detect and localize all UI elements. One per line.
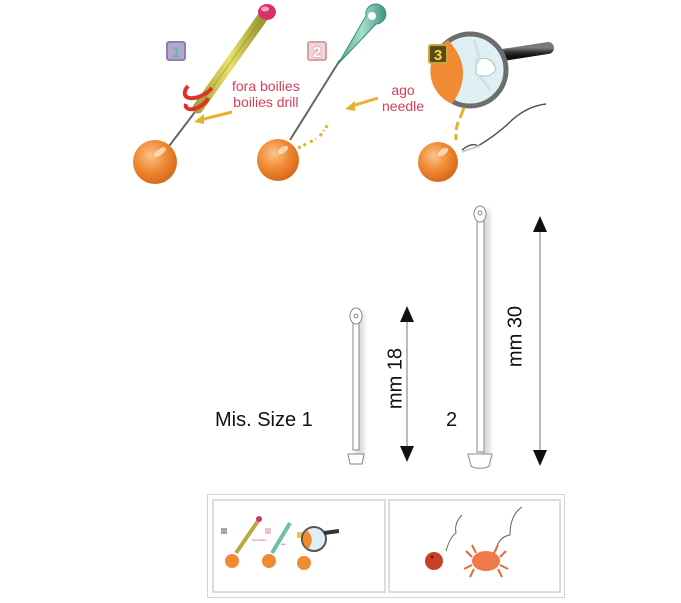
size-1-caption: Mis. Size 1 bbox=[215, 409, 313, 431]
boilie-1 bbox=[133, 140, 177, 184]
needle-label-line2: needle bbox=[382, 98, 425, 114]
svg-text:fora boilies: fora boilies bbox=[252, 538, 267, 542]
needle-tool bbox=[289, 3, 387, 150]
instructions-thumbnail-image: fora boilies ago bbox=[221, 516, 340, 570]
dimension-arrow-size-2 bbox=[533, 216, 547, 466]
step-1-badge: 1 bbox=[166, 41, 186, 61]
instruction-illustration bbox=[133, 3, 554, 184]
drill-label-line2: boilies drill bbox=[233, 94, 299, 110]
thumbnail-strip: fora boilies ago bbox=[207, 494, 565, 598]
step-3-badge: 3 bbox=[428, 44, 448, 64]
size-1-length: mm 18 bbox=[384, 347, 407, 410]
boilie-stop-size-1 bbox=[347, 307, 365, 465]
drill-tool bbox=[159, 4, 276, 159]
size-2-label: 2 bbox=[446, 409, 458, 431]
boilie-3 bbox=[418, 142, 458, 182]
dimension-arrow-size-1 bbox=[400, 306, 414, 462]
instructions-thumbnail[interactable]: fora boilies ago bbox=[212, 499, 386, 593]
boilie-crab-thumbnail-image bbox=[425, 506, 523, 578]
drill-label: fora boilies boilies drill bbox=[232, 78, 300, 110]
size-2-length: mm 30 bbox=[504, 305, 527, 368]
boilie-crab-thumbnail[interactable] bbox=[388, 499, 561, 593]
svg-text:ago: ago bbox=[281, 542, 286, 546]
drill-label-line1: fora boilies bbox=[232, 78, 300, 94]
step-2-badge: 2 bbox=[307, 41, 327, 61]
size-diagram bbox=[347, 205, 547, 469]
boilie-2 bbox=[257, 139, 299, 181]
magnifier-tool bbox=[430, 31, 554, 153]
boilie-stop-size-2 bbox=[467, 205, 493, 469]
needle-label-line1: ago bbox=[391, 82, 415, 98]
needle-label: ago needle bbox=[382, 82, 424, 114]
